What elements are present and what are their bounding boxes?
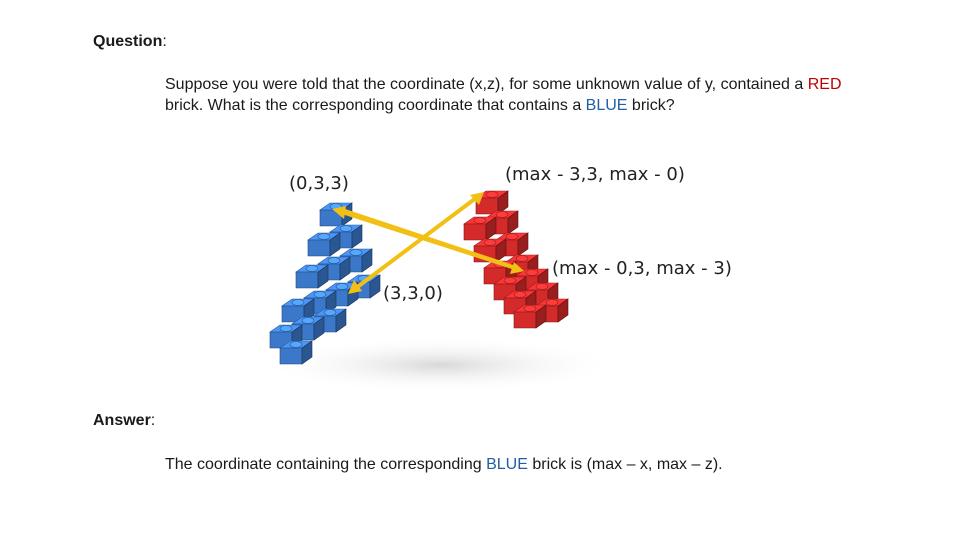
arrow-blue-to-red-top: [348, 192, 484, 294]
red-brick: [463, 216, 497, 241]
red-brick: [535, 298, 569, 323]
blue-brick: [295, 264, 329, 289]
blue-brick: [281, 298, 315, 323]
arrow-blue-to-red-bottom: [340, 208, 524, 274]
red-brick: [513, 304, 547, 329]
answer-heading: Answer:: [93, 412, 156, 429]
red-brick: [475, 190, 509, 215]
red-word: RED: [807, 76, 842, 93]
lego-brick-diagram: [260, 190, 620, 390]
blue-brick: [307, 232, 341, 257]
coordinate-label-right: (max - 0,3, max - 3): [552, 258, 732, 279]
red-brick-staircase: [463, 190, 569, 329]
blue-brick: [279, 340, 313, 365]
floor-shadow: [260, 337, 620, 390]
blue-word: BLUE: [486, 456, 528, 473]
arrowhead-icon: [470, 192, 484, 205]
coordinate-label-top-left: (0,3,3): [289, 173, 349, 194]
blue-brick-staircase: [269, 202, 381, 365]
coordinate-label-middle: (3,3,0): [383, 283, 443, 304]
coordinate-label-top-right: (max - 3,3, max - 0): [505, 164, 685, 185]
question-text: Suppose you were told that the coordinat…: [165, 76, 842, 114]
question-heading: Question:: [93, 33, 167, 50]
arrowhead-icon: [510, 262, 524, 274]
arrowhead-icon: [348, 280, 362, 294]
blue-word: BLUE: [585, 97, 628, 114]
answer-text: The coordinate containing the correspond…: [165, 456, 723, 473]
